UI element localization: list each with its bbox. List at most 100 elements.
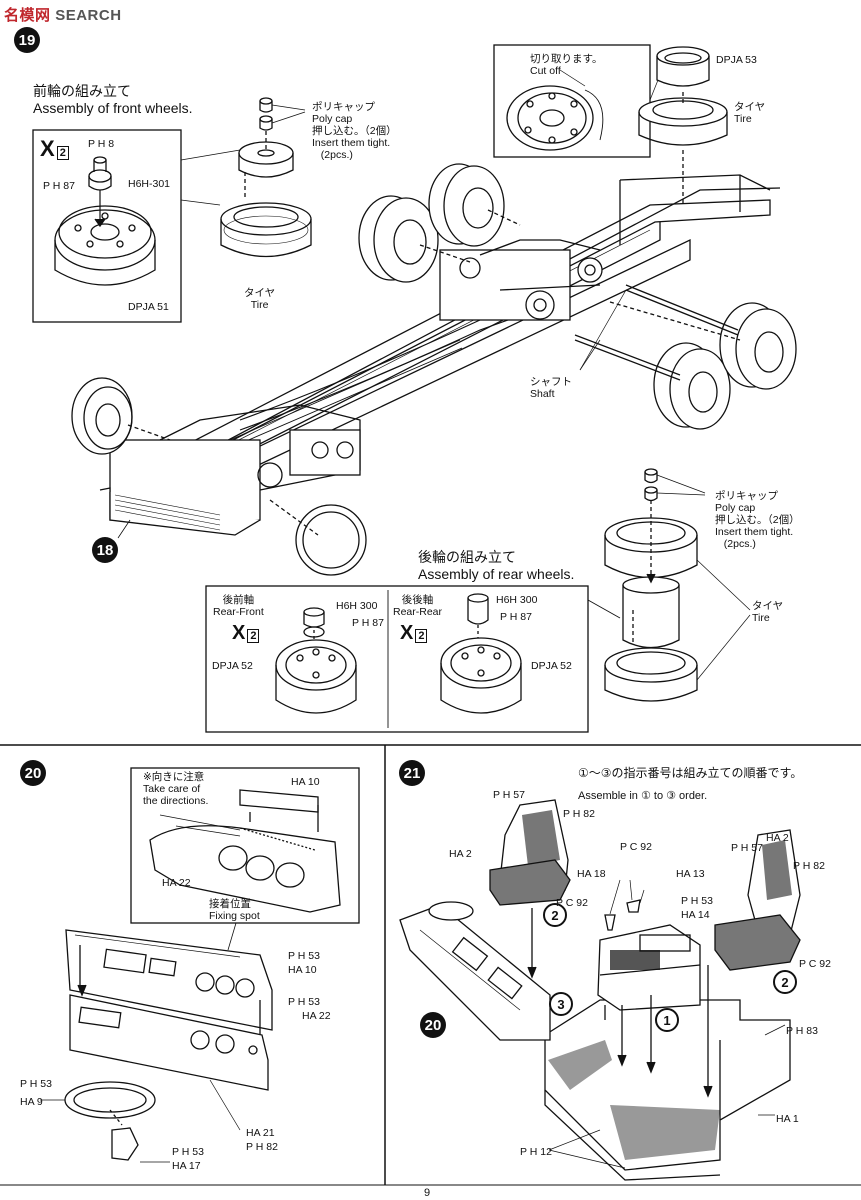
rear-title-jp: 後輪の組み立て — [418, 549, 516, 565]
fixing-spot-label: 接着位置 Fixing spot — [209, 898, 260, 922]
part-h6h300-b: H6H 300 — [496, 594, 538, 606]
part-ha22-b: HA 22 — [302, 1010, 331, 1022]
part-ha13: HA 13 — [676, 868, 705, 880]
step-20-ref-badge: 20 — [420, 1012, 446, 1038]
step-20-number: 20 — [24, 764, 42, 782]
order-2-right-num: 2 — [781, 974, 789, 990]
part-ph12: P H 12 — [520, 1146, 552, 1158]
polycap2-en: Poly cap — [715, 502, 756, 514]
part-ha14: HA 14 — [681, 909, 710, 921]
x2-mark: X — [40, 136, 55, 161]
cutoff-label: 切り取ります。 Cut off — [530, 53, 602, 77]
pcs: (2pcs.) — [320, 149, 353, 161]
part-ha18: HA 18 — [577, 868, 606, 880]
part-ph53-a: P H 53 — [288, 950, 320, 962]
part-ph82: P H 82 — [246, 1141, 278, 1153]
front-title-en: Assembly of front wheels. — [33, 100, 193, 116]
part-ph57-b: P H 57 — [731, 842, 763, 854]
order-2-left-num: 2 — [551, 907, 559, 923]
watermark-cn: 名模网 — [4, 7, 51, 24]
order-1-num: 1 — [663, 1012, 671, 1028]
part-ha10-b: HA 10 — [288, 964, 317, 976]
note-jp: ※向きに注意 — [143, 771, 205, 783]
part-h6h301: H6H-301 — [128, 178, 171, 190]
tire-front-label: タイヤ Tire — [244, 287, 275, 311]
part-h6h300-a: H6H 300 — [336, 600, 378, 612]
part-ha1: HA 1 — [776, 1113, 799, 1125]
shaft-jp: シャフト — [530, 376, 572, 388]
x2-rf-mark: X — [232, 622, 246, 644]
order-3-num: 3 — [557, 996, 565, 1012]
tire2-en: Tire — [734, 113, 752, 125]
part-ph82-b: P H 82 — [793, 860, 825, 872]
order-2-left: 2 — [543, 903, 567, 927]
step-21-number: 21 — [403, 764, 421, 782]
rear-front-label: 後前軸 Rear-Front — [213, 594, 264, 618]
tire2-jp: タイヤ — [734, 101, 766, 113]
tire3-en: Tire — [752, 612, 770, 624]
part-ha17: HA 17 — [172, 1160, 201, 1172]
part-dpja52-b: DPJA 52 — [531, 660, 572, 672]
rear-front-jp: 後前軸 — [222, 594, 255, 606]
x2-rf-count: 2 — [247, 629, 260, 643]
cutoff-jp: 切り取ります。 — [530, 53, 603, 65]
rear-front-en: Rear-Front — [213, 606, 264, 618]
part-dpja53: DPJA 53 — [716, 54, 757, 66]
part-ha21: HA 21 — [246, 1127, 275, 1139]
part-ha10-a: HA 10 — [291, 776, 320, 788]
note-en1: Take care of — [143, 783, 201, 795]
watermark-en: SEARCH — [55, 7, 122, 24]
step-18-number: 18 — [96, 541, 114, 559]
order-note-en: Assemble in ① to ③ order. — [578, 790, 708, 802]
part-dpja52-a: DPJA 52 — [212, 660, 253, 672]
part-ha2-a: HA 2 — [449, 848, 472, 860]
part-ph8: P H 8 — [88, 138, 115, 150]
tire3-jp: タイヤ — [752, 600, 784, 612]
tire-en: Tire — [250, 299, 269, 311]
order-note-jp: ①～③の指示番号は組み立ての順番です。 — [578, 766, 803, 780]
watermark: 名模网 SEARCH — [4, 4, 122, 25]
step-21-badge: 21 — [399, 760, 425, 786]
cutoff-en: Cut off — [530, 65, 561, 77]
rear-rear-label: 後後軸 Rear-Rear — [393, 594, 442, 618]
step-19-badge: 19 — [14, 27, 40, 53]
part-ph53-c: P H 53 — [20, 1078, 52, 1090]
order-1: 1 — [655, 1008, 679, 1032]
part-ph53: P H 53 — [681, 895, 713, 907]
part-ha2-b: HA 2 — [766, 832, 789, 844]
push-jp: 押し込む。（2個） — [312, 125, 397, 137]
order-2-right: 2 — [773, 970, 797, 994]
polycap-note-front: ポリキャップ Poly cap 押し込む。（2個） Insert them ti… — [312, 101, 397, 161]
part-ph87-rr: P H 87 — [500, 611, 532, 623]
push2-jp: 押し込む。（2個） — [715, 514, 800, 526]
order-3: 3 — [549, 992, 573, 1016]
page-number: 9 — [424, 1187, 431, 1199]
part-ph57-a: P H 57 — [493, 789, 525, 801]
rear-rear-jp: 後後軸 — [401, 594, 434, 606]
tire-rear-label: タイヤ Tire — [752, 600, 783, 624]
part-ph87-rf: P H 87 — [352, 617, 384, 629]
rear-title-en: Assembly of rear wheels. — [418, 566, 575, 582]
part-pc92-c: P C 92 — [799, 958, 831, 970]
fix-jp: 接着位置 — [209, 898, 251, 910]
polycap-en: Poly cap — [312, 113, 353, 125]
part-ph83: P H 83 — [786, 1025, 818, 1037]
rear-rear-en: Rear-Rear — [393, 606, 443, 618]
part-dpja51: DPJA 51 — [128, 301, 169, 313]
tire-top-label: タイヤ Tire — [734, 101, 765, 125]
step-18-badge: 18 — [92, 537, 118, 563]
x2-rr-mark: X — [400, 622, 414, 644]
part-ha22-a: HA 22 — [162, 877, 191, 889]
polycap-jp: ポリキャップ — [312, 101, 375, 113]
step-19-number: 19 — [18, 31, 36, 49]
part-ha9: HA 9 — [20, 1096, 43, 1108]
x2-count: 2 — [56, 146, 69, 160]
tire-jp: タイヤ — [244, 287, 276, 299]
front-wheels-title: 前輪の組み立て Assembly of front wheels. — [33, 83, 193, 117]
part-ph87: P H 87 — [43, 180, 75, 192]
rear-wheels-title: 後輪の組み立て Assembly of rear wheels. — [418, 549, 574, 583]
shaft-en: Shaft — [530, 388, 555, 400]
